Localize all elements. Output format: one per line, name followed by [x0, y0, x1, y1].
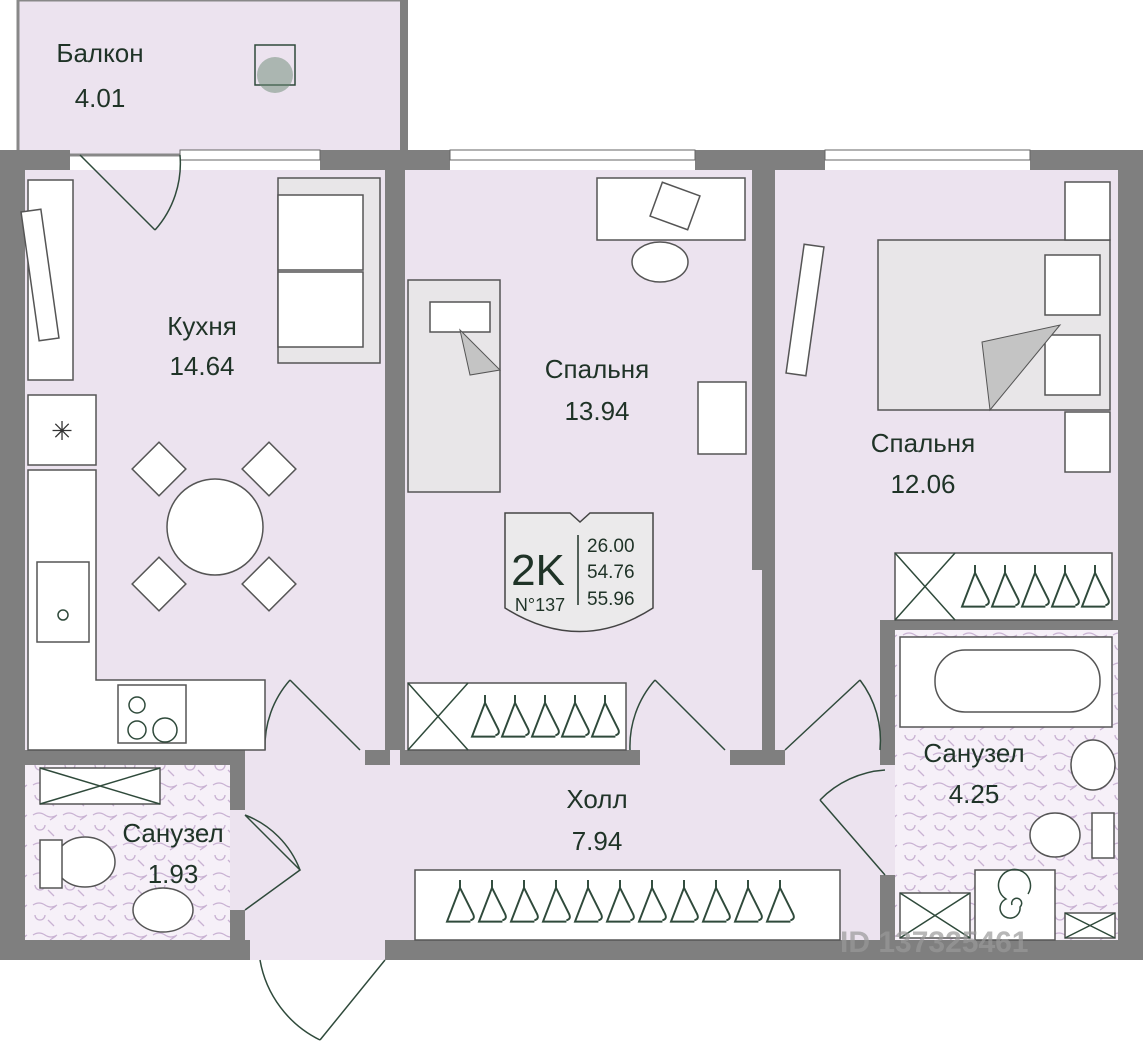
wardrobe-bedroom2 [894, 552, 1113, 621]
room-name-bath-small: Санузел [122, 818, 223, 848]
room-name-bedroom2: Спальня [871, 428, 975, 458]
fridge [27, 394, 97, 466]
room-name-hall: Холл [566, 784, 627, 814]
windows [179, 149, 1031, 161]
room-area-hall: 7.94 [572, 826, 623, 856]
dining-table [166, 478, 264, 576]
room-area-bath-large: 4.25 [949, 779, 1000, 809]
room-name-kitchen: Кухня [167, 311, 237, 341]
apartment-number: N°137 [515, 595, 565, 615]
watermark: ID 137325461 [840, 926, 1029, 959]
room-name-bath-large: Санузел [923, 738, 1024, 768]
chair [697, 381, 747, 455]
room-area-bedroom1: 13.94 [564, 396, 629, 426]
room-area-bedroom2: 12.06 [890, 469, 955, 499]
room-area-bath-small: 1.93 [148, 859, 199, 889]
tv [785, 243, 825, 377]
wardrobe-hall [414, 869, 841, 941]
walls [0, 0, 1143, 960]
total-area: 54.76 [587, 562, 635, 583]
room-name-balcony: Балкон [56, 38, 143, 68]
room-area-balcony: 4.01 [75, 83, 126, 113]
furniture: ✳ [20, 44, 1116, 941]
room-area-kitchen: 14.64 [169, 351, 234, 381]
apartment-badge: 2K N°137 26.00 54.76 55.96 [504, 512, 654, 633]
apartment-type: 2K [511, 546, 565, 595]
living-area: 26.00 [587, 536, 635, 557]
room-name-bedroom1: Спальня [545, 354, 649, 384]
wardrobe-bedroom1 [407, 682, 627, 751]
area-with-balcony: 55.96 [587, 589, 635, 610]
svg-text:✳: ✳ [51, 416, 73, 446]
kitchen-counter [27, 469, 266, 751]
plant-icon [254, 44, 296, 93]
tv [20, 208, 60, 342]
doors [79, 154, 886, 1041]
